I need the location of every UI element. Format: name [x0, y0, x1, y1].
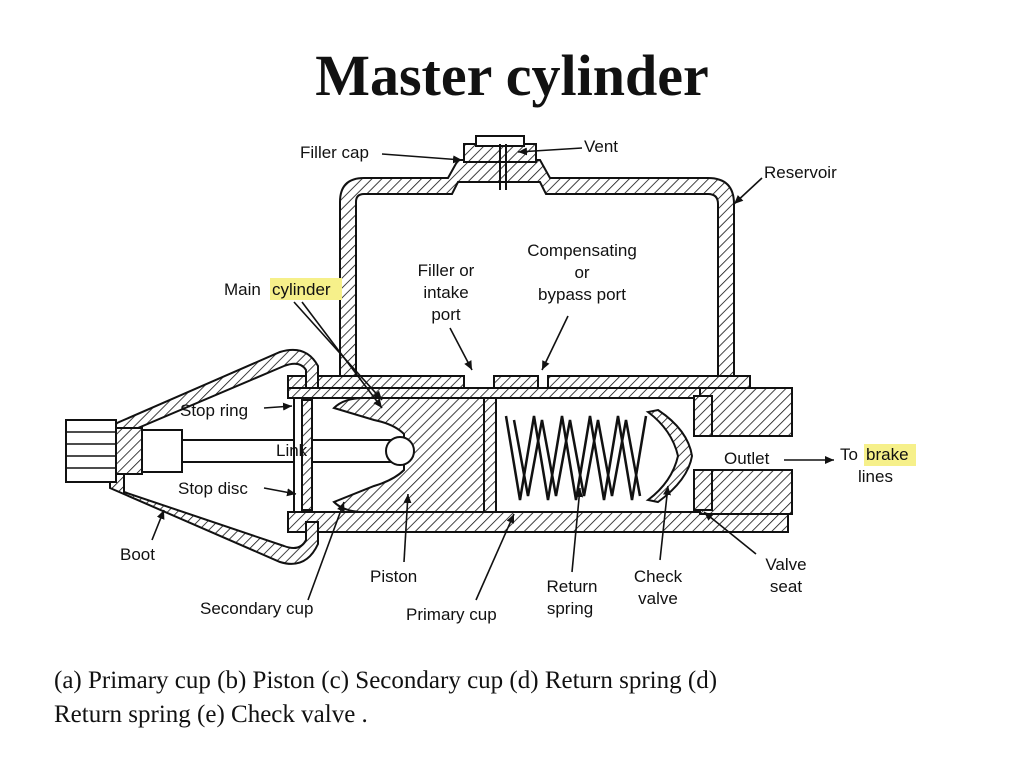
filler-port-line3: port — [431, 305, 461, 324]
master-cylinder-diagram: Filler cap Vent Reservoir Filler or inta… — [44, 130, 956, 634]
cylinder-top-wall — [287, 387, 701, 399]
to-brake-label-a: To — [840, 445, 858, 464]
cylinder-highlight — [270, 278, 342, 300]
filler-cap-label: Filler cap — [300, 143, 369, 162]
check-valve-line2: valve — [638, 589, 678, 608]
valve-seat-line1: Valve — [765, 555, 806, 574]
stop-disc — [301, 399, 313, 511]
return-spring-line1: Return — [546, 577, 597, 596]
reservoir-label: Reservoir — [764, 163, 837, 182]
caption-line-1: (a) Primary cup (b) Piston (c) Secondary… — [54, 667, 718, 694]
stop-disc-label: Stop disc — [178, 479, 248, 498]
boot-label: Boot — [120, 545, 155, 564]
primary-cup-label: Primary cup — [406, 605, 497, 624]
main-cylinder-label-a: Main — [224, 280, 261, 299]
reservoir-floor-mid — [493, 375, 539, 389]
main-cylinder-label-b: cylinder — [272, 280, 331, 299]
piston-label: Piston — [370, 567, 417, 586]
link-ball — [385, 436, 415, 466]
pushrod-end — [65, 419, 183, 483]
figure-caption: (a) Primary cup (b) Piston (c) Secondary… — [54, 664, 954, 732]
return-spring-line2: spring — [547, 599, 593, 618]
link-label: Link — [276, 441, 308, 460]
leader-lines — [151, 147, 834, 601]
page-title: Master cylinder — [315, 43, 709, 108]
filler-port-line1: Filler or — [418, 261, 475, 280]
check-valve-line1: Check — [634, 567, 683, 586]
vent-label: Vent — [584, 137, 618, 156]
outlet-fitting — [693, 387, 793, 515]
comp-port-line3: bypass port — [538, 285, 626, 304]
comp-port-line2: or — [574, 263, 589, 282]
valve-seat-line2: seat — [770, 577, 802, 596]
to-brake-label-c: lines — [858, 467, 893, 486]
primary-cup — [483, 397, 497, 513]
stop-ring-label: Stop ring — [180, 401, 248, 420]
caption-line-2: Return spring (e) Check valve . — [54, 701, 368, 728]
outlet-label: Outlet — [724, 449, 770, 468]
reservoir-floor-right — [547, 375, 751, 389]
to-brake-label-b: brake — [866, 445, 909, 464]
check-valve — [645, 408, 694, 504]
filler-port-line2: intake — [423, 283, 468, 302]
brake-highlight — [864, 444, 916, 466]
comp-port-line1: Compensating — [527, 241, 637, 260]
secondary-cup-label: Secondary cup — [200, 599, 313, 618]
